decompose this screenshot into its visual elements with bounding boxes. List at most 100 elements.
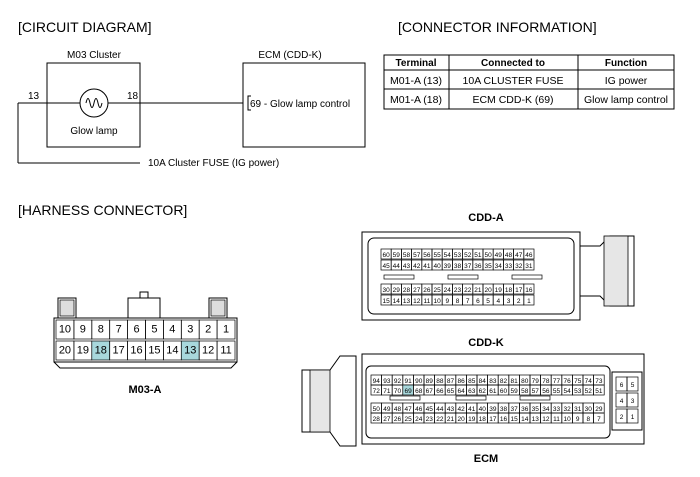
cdda-pin-44: 44	[393, 263, 401, 270]
m03a-pin-5: 5	[151, 324, 157, 336]
cddk-pin-45: 45	[426, 406, 434, 413]
m03a-pin-19: 19	[77, 345, 89, 357]
cddk-pin-48: 48	[394, 406, 402, 413]
cdda-pin-22: 22	[464, 287, 472, 294]
cdda-pin-2: 2	[517, 298, 521, 305]
cell-connected-1: 10A CLUSTER FUSE	[463, 75, 564, 87]
cdda-pin-46: 46	[525, 252, 533, 259]
cddk-pin-58: 58	[521, 388, 529, 395]
cdda-pin-23: 23	[454, 287, 462, 294]
cell-function-1: IG power	[605, 75, 648, 87]
cddk-pin-22: 22	[436, 416, 444, 423]
cddk-pin-50: 50	[373, 406, 381, 413]
m03a-pin-12: 12	[202, 345, 214, 357]
ecm-box	[242, 62, 366, 148]
cddk-pin-54: 54	[563, 388, 571, 395]
cdda-body	[361, 231, 581, 321]
cddk-side-pin-6: 6	[620, 382, 624, 389]
m03a-latches	[57, 291, 228, 318]
cddk-body	[361, 353, 645, 445]
cdda-pin-59: 59	[393, 252, 401, 259]
fuse-label: 10A Cluster FUSE (IG power)	[148, 158, 279, 169]
cddk-pin-21: 21	[447, 416, 455, 423]
cddk-pin-26: 26	[394, 416, 402, 423]
cdda-pin-13: 13	[403, 298, 411, 305]
cdda-pin-29: 29	[393, 287, 401, 294]
cdda-pin-58: 58	[403, 252, 411, 259]
cddk-pin-36: 36	[521, 406, 529, 413]
cddk-pin-43: 43	[447, 406, 455, 413]
m03a-body	[53, 317, 238, 363]
cddk-pin-72: 72	[373, 388, 381, 395]
cddk-pin-67: 67	[426, 388, 434, 395]
cdda-pin-3: 3	[507, 298, 511, 305]
cddk-pin-47: 47	[404, 406, 412, 413]
m03a-pin-9: 9	[80, 324, 86, 336]
cdda-pin-46-cell	[523, 248, 535, 260]
cddk-pin-39: 39	[489, 406, 497, 413]
cddk-pin-59: 59	[510, 388, 518, 395]
cdda-pin-27: 27	[413, 287, 421, 294]
m03a-pin-14: 14	[166, 345, 178, 357]
cddk-pin-35: 35	[532, 406, 540, 413]
glow-lamp-icon	[79, 88, 109, 118]
cdda-pin-20: 20	[484, 287, 492, 294]
cdda-pin-56: 56	[423, 252, 431, 259]
header-function: Function	[605, 58, 647, 69]
m03a-pin-3: 3	[187, 324, 193, 336]
cddk-pin-61: 61	[489, 388, 497, 395]
cdda-title: CDD-A	[468, 212, 503, 224]
cddk-pin-56: 56	[542, 388, 550, 395]
cdda-pin-24: 24	[444, 287, 452, 294]
cdda-pin-17: 17	[515, 287, 523, 294]
cddk-pin-7: 7	[597, 416, 601, 423]
cdda-pin-33: 33	[505, 263, 513, 270]
cdda-pin-45: 45	[382, 263, 390, 270]
cddk-pin-52: 52	[585, 388, 593, 395]
m03a-pin-20: 20	[59, 345, 71, 357]
cddk-pin-9: 9	[576, 416, 580, 423]
cdda-pin-49: 49	[495, 252, 503, 259]
cddk-pin-51-cell	[593, 384, 605, 396]
m03a-pin-6: 6	[133, 324, 139, 336]
cddk-pin-83: 83	[489, 378, 497, 385]
cddk-side-pin-5-cell	[626, 376, 639, 392]
cell-terminal-2: M01-A (18)	[390, 94, 442, 106]
ecm-connector-title: ECM	[474, 453, 498, 465]
connector-info-heading: [CONNECTOR INFORMATION]	[398, 19, 597, 35]
cdda-pin-38: 38	[454, 263, 462, 270]
m03a-pin-11: 11	[220, 345, 231, 357]
cddk-pin-85: 85	[468, 378, 476, 385]
cdda-pin-32: 32	[515, 263, 523, 270]
cddk-pin-71: 71	[383, 388, 391, 395]
cddk-pin-68: 68	[415, 388, 423, 395]
cdda-clamp	[580, 235, 635, 307]
m03a-pin-1: 1	[223, 324, 229, 336]
cdda-pin-41: 41	[423, 263, 431, 270]
cddk-pin-28: 28	[373, 416, 381, 423]
cell-terminal-1: M01-A (13)	[390, 75, 442, 87]
cdda-pin-37: 37	[464, 263, 472, 270]
cdda-pin-31: 31	[525, 263, 533, 270]
m03a-pin-11-cell	[216, 340, 236, 361]
cddk-pin-38: 38	[500, 406, 508, 413]
cdda-pin-15: 15	[382, 298, 390, 305]
cddk-pin-31: 31	[574, 406, 582, 413]
cell-function-2: Glow lamp control	[584, 94, 668, 106]
cddk-pin-30: 30	[585, 406, 593, 413]
cdda-pin-10: 10	[433, 298, 441, 305]
cdda-pin-60: 60	[382, 252, 390, 259]
m03a-pin-2: 2	[205, 324, 211, 336]
cddk-pin-20: 20	[457, 416, 465, 423]
cddk-pin-64: 64	[457, 388, 465, 395]
cdda-pin-8: 8	[456, 298, 460, 305]
cddk-pin-94: 94	[373, 378, 381, 385]
cdda-pin-54: 54	[444, 252, 452, 259]
cddk-pin-53: 53	[574, 388, 582, 395]
circuit-diagram: M03 Cluster 13 18 Glow lamp ECM (CDD-K) …	[17, 50, 366, 169]
cddk-pin-33: 33	[553, 406, 561, 413]
cddk-side-pin-2: 2	[620, 414, 624, 421]
cddk-pin-46: 46	[415, 406, 423, 413]
cddk-pin-10: 10	[563, 416, 571, 423]
